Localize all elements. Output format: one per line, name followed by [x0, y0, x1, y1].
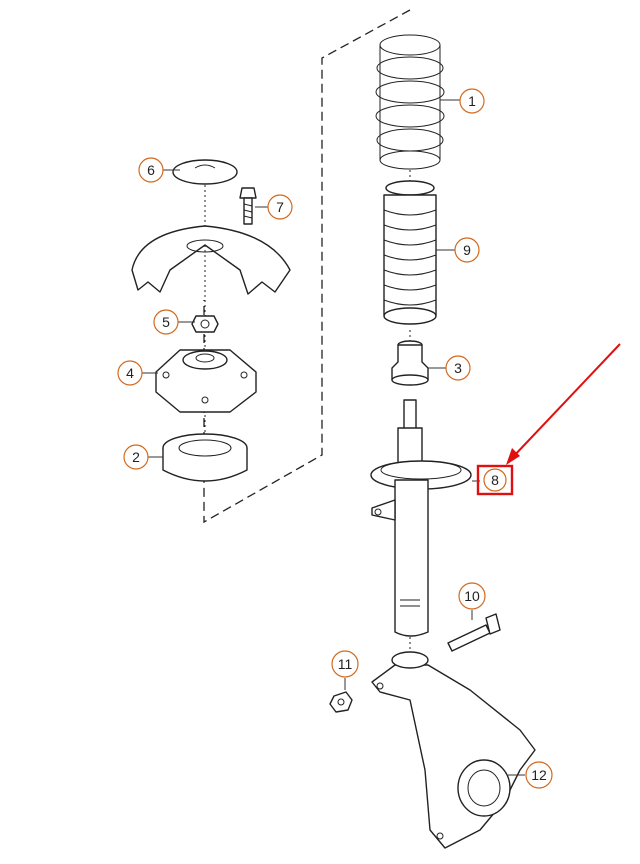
- bearing: [162, 433, 248, 482]
- nut-knuckle: [329, 691, 353, 713]
- cap: [172, 159, 238, 185]
- callout-6: 6: [138, 157, 164, 183]
- callout-label: 7: [276, 199, 284, 215]
- bolt-long: [447, 613, 501, 652]
- nut-top: [191, 315, 219, 333]
- callout-2: 2: [123, 444, 149, 470]
- callout-8: 8: [483, 468, 507, 492]
- callout-12: 12: [525, 761, 553, 789]
- callout-10: 10: [458, 582, 486, 610]
- callout-label: 3: [454, 360, 462, 376]
- callout-label: 5: [162, 314, 170, 330]
- callout-label: 4: [126, 365, 134, 381]
- callout-5: 5: [153, 309, 179, 335]
- callout-7: 7: [267, 194, 293, 220]
- callout-11: 11: [331, 650, 359, 678]
- callout-label: 8: [491, 472, 499, 488]
- shock-absorber: [370, 399, 472, 637]
- spring-shield: [131, 225, 291, 295]
- callout-label: 2: [132, 449, 140, 465]
- bolt-top: [239, 187, 257, 225]
- callout-label: 12: [531, 767, 547, 783]
- callout-label: 9: [463, 242, 471, 258]
- callout-9: 9: [454, 237, 480, 263]
- callout-label: 11: [338, 656, 353, 672]
- callout-label: 1: [468, 93, 476, 109]
- callout-1: 1: [459, 88, 485, 114]
- coil-spring: [375, 34, 445, 170]
- callout-label: 6: [147, 162, 155, 178]
- callout-label: 10: [464, 588, 480, 604]
- highlight-marker: [476, 343, 621, 496]
- bellows: [383, 180, 437, 325]
- callout-4: 4: [117, 360, 143, 386]
- highlight-box: [476, 464, 514, 496]
- strut-mount: [155, 349, 257, 413]
- callout-3: 3: [445, 355, 471, 381]
- bump-stop: [391, 340, 429, 386]
- steering-knuckle: [371, 651, 536, 849]
